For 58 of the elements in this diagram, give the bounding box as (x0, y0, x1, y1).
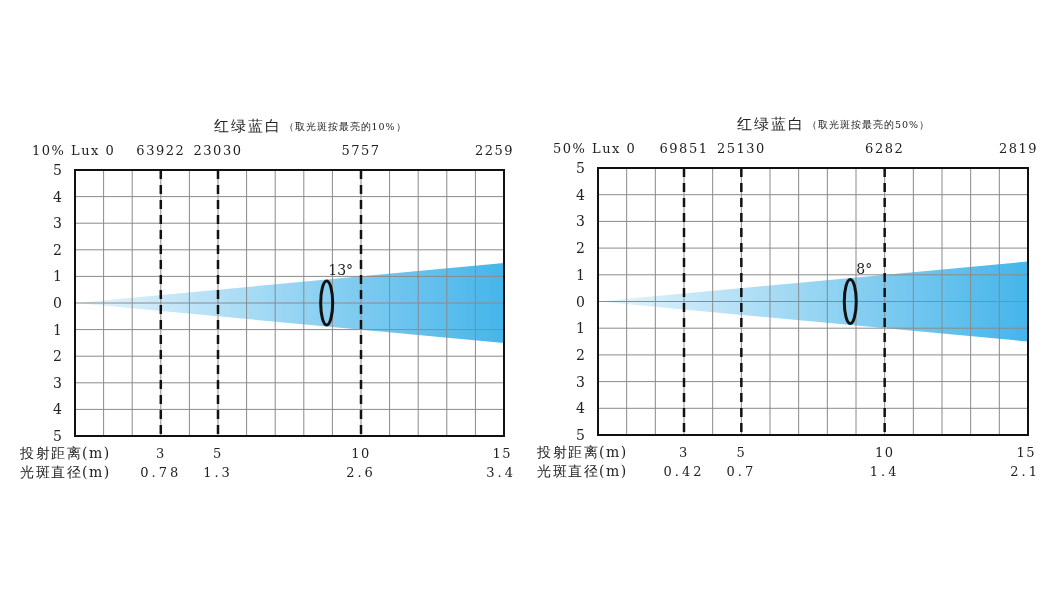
tick-label: 1 (53, 269, 62, 284)
lux-value: 6282 (865, 141, 905, 155)
axis-label: 投射距离(m) (20, 446, 111, 460)
tick-label: 5 (53, 429, 62, 443)
lux-value: 5757 (341, 143, 381, 157)
subtitle-note: （取光斑按最亮的50%） (807, 120, 931, 130)
chart-title: 红绿蓝白 (737, 116, 805, 132)
tick-label: 4 (576, 401, 585, 416)
tick-label: 5 (576, 428, 585, 442)
tick-label: 5 (736, 445, 747, 459)
axis-label: 光斑直径(m) (537, 464, 628, 478)
tick-label: 10 (874, 445, 895, 459)
tick-label: 0 (53, 296, 62, 310)
tick-label: 2 (576, 241, 585, 256)
tick-label: 3 (53, 375, 62, 390)
value-label: 1.4 (869, 464, 900, 478)
value-label: 2.1 (1010, 464, 1040, 478)
tick-label: 5 (576, 161, 585, 175)
tick-label: 4 (53, 402, 62, 417)
lux-label: 10% Lux 0 (32, 143, 116, 157)
tick-label: 15 (1016, 445, 1036, 459)
lux-value: 2259 (474, 143, 514, 157)
tick-label: 2 (53, 242, 62, 257)
lux-label: 50% Lux 0 (553, 141, 637, 155)
tick-label: 5 (53, 163, 62, 177)
value-label: 2.6 (346, 465, 376, 479)
tick-label: 0 (576, 294, 585, 309)
lux-value: 69851 (659, 141, 709, 155)
lux-value: 2819 (998, 141, 1038, 155)
lux-value: 23030 (193, 143, 243, 157)
tick-label: 4 (53, 189, 62, 204)
lux-value: 63922 (136, 143, 186, 157)
tick-label: 10 (351, 446, 371, 460)
value-label: 1.3 (203, 465, 233, 479)
tick-label: 3 (576, 214, 585, 229)
angle-label: 8° (856, 261, 873, 276)
tick-label: 15 (492, 446, 512, 460)
tick-label: 2 (53, 349, 62, 364)
tick-label: 1 (576, 321, 585, 336)
value-label: 0.78 (140, 465, 182, 479)
tick-label: 2 (576, 347, 585, 362)
value-label: 0.7 (726, 464, 757, 478)
axis-label: 投射距离(m) (537, 445, 628, 459)
subtitle-note: （取光斑按最亮的10%） (283, 122, 407, 132)
value-label: 3.4 (486, 465, 516, 479)
tick-label: 5 (213, 446, 223, 460)
tick-label: 4 (576, 187, 585, 202)
tick-label: 3 (155, 446, 166, 460)
axis-label: 光斑直径(m) (20, 465, 111, 479)
tick-label: 1 (53, 322, 62, 337)
tick-label: 3 (53, 216, 62, 231)
angle-label: 13° (328, 263, 354, 277)
chart-title: 红绿蓝白 (213, 118, 282, 134)
tick-label: 1 (576, 267, 585, 282)
value-label: 0.42 (663, 464, 705, 478)
tick-label: 3 (576, 374, 585, 389)
tick-label: 3 (679, 445, 689, 459)
lux-value: 25130 (716, 141, 766, 155)
